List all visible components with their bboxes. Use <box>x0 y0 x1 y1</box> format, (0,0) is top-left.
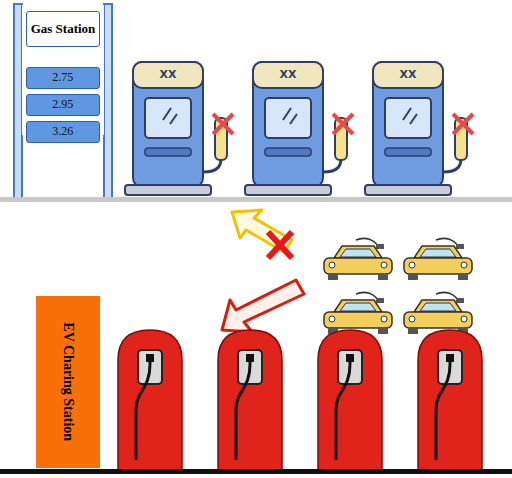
pump-display: XX <box>148 65 188 85</box>
station-name: EV Charing Station <box>60 323 75 442</box>
sign-board: Gas Station 2.75 2.95 3.26 <box>22 5 105 135</box>
price-value: 2.95 <box>52 98 73 111</box>
price-value: 3.26 <box>52 125 73 138</box>
price-box: 2.95 <box>26 94 100 116</box>
price-box: 3.26 <box>26 121 100 143</box>
pump-label: XX <box>160 69 177 81</box>
pump-display: XX <box>388 65 428 85</box>
pump-label: XX <box>400 69 417 81</box>
price-value: 2.75 <box>52 71 73 84</box>
price-box: 2.75 <box>26 67 100 89</box>
pump-label: XX <box>280 69 297 81</box>
pump-display: XX <box>268 65 308 85</box>
sign-title: Gas Station <box>26 11 101 47</box>
station-box: EV Charing Station <box>36 296 100 468</box>
